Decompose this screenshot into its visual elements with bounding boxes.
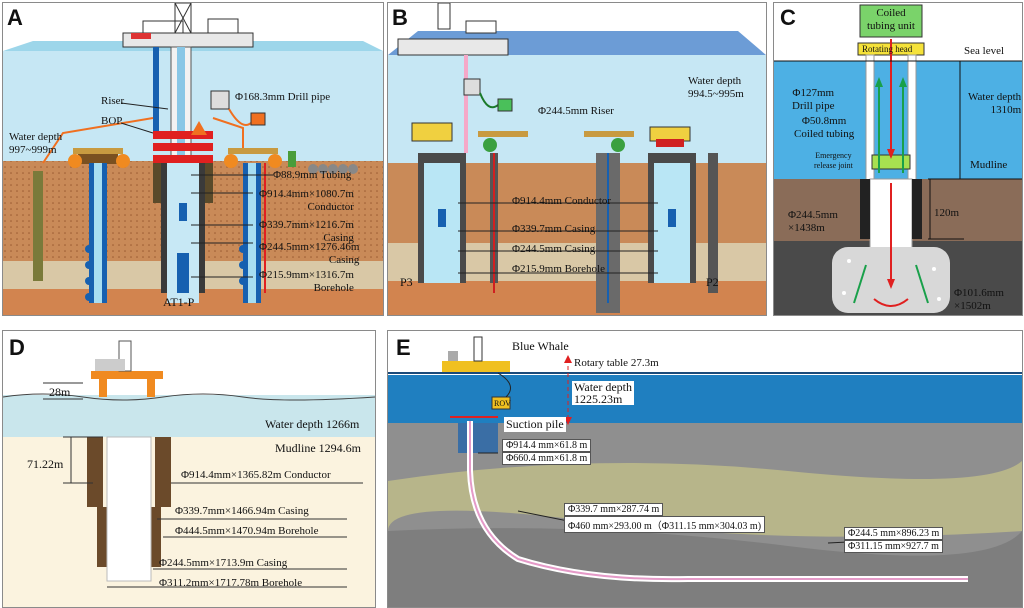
air-gap-label: 28m (49, 385, 71, 399)
casing2-label: Φ244.5mm×1713.9m Casing (159, 557, 288, 569)
panel-c: C Coiled tubing unit Rotating head Sea l… (773, 2, 1023, 316)
panel-b-label: B (392, 5, 408, 30)
water-depth-label: Water depth 1310m (968, 91, 1022, 116)
casing2a-label: Φ339.7 mm×287.74 m (564, 503, 664, 516)
drill-pipe-label: Φ168.3mm Drill pipe (235, 91, 331, 103)
well-label: AT1-P (163, 295, 195, 309)
ctu-label: Coiled tubing unit (867, 7, 915, 32)
panel-c-scene (774, 4, 1022, 315)
drill-pipe-label: Φ127mm Drill pipe (792, 87, 835, 112)
panel-e: E Blue Whale Rotary table 27.3m Water de… (387, 330, 1023, 608)
casing1-label: Φ339.7mm×1466.94m Casing (175, 505, 309, 517)
casing3a-label: Φ244.5 mm×896.23 m (844, 527, 944, 540)
mudline-label: Mudline (970, 159, 1008, 171)
sea-level-label: Sea level (964, 45, 1005, 57)
well-p3-label: P3 (400, 275, 413, 289)
water-depth-label: Water depth 997~999m (9, 131, 63, 156)
rotating-head-label: Rotating head (862, 44, 913, 54)
casing2b-label: Φ460 mm×293.00 m（Φ311.15 mm×304.03 m) (564, 516, 766, 533)
water-depth-label: Water depth 1266m (265, 417, 360, 431)
panel-e-label: E (396, 335, 411, 360)
borehole1-label: Φ444.5mm×1470.94m Borehole (175, 525, 319, 537)
suction-pile-label: Suction pile (504, 417, 566, 432)
casing2-label: Φ244.5mm Casing (512, 243, 596, 255)
casing1-label: Φ339.7mm×1216.7m Casing (259, 219, 354, 244)
conductor-label: Φ914.4mm Conductor (512, 195, 612, 207)
riser-label: Φ244.5mm Riser (538, 105, 614, 117)
casing-label: Φ244.5mm ×1438m (788, 209, 838, 234)
water-depth-label: Water depth 994.5~995m (688, 75, 744, 100)
casing1b-label: Φ660.4 mm×61.8 m (502, 452, 592, 465)
depth-120-label: 120m (934, 207, 960, 219)
casing1-label: Φ339.7mm Casing (512, 223, 596, 235)
hole-label: Φ101.6mm ×1502m (954, 287, 1004, 312)
casing3b-label: Φ311.15 mm×927.7 m (844, 540, 943, 553)
panel-a: A Φ168.3mm Drill pipe Riser BOP Water de… (2, 2, 384, 316)
depth-label: 71.22m (27, 457, 64, 471)
panel-c-label: C (780, 5, 796, 30)
water-depth-label: Water depth 1225.23m (572, 380, 635, 406)
conductor-label: Φ914.4mm×1365.82m Conductor (181, 469, 331, 481)
panel-e-scene (388, 336, 1022, 607)
panel-d: D 28m Water depth 1266m Mudline 1294.6m … (2, 330, 376, 608)
coiled-tubing-label: Φ50.8mm Coiled tubing (794, 115, 855, 140)
borehole2-label: Φ311.2mm×1717.78m Borehole (159, 577, 303, 589)
rotary-table-label: Rotary table 27.3m (574, 357, 659, 369)
conductor-label: Φ914.4mm×1080.7m Conductor (259, 188, 354, 213)
panel-d-label: D (9, 335, 25, 360)
riser-label: Riser (101, 95, 125, 107)
panel-b: B Water depth 994.5~995m Φ244.5mm Riser … (387, 2, 767, 316)
borehole-label: Φ215.9mm×1316.7m Borehole (259, 269, 354, 294)
panel-d-scene (3, 340, 375, 607)
casing1a-label: Φ914.4 mm×61.8 m (502, 439, 592, 452)
borehole-label: Φ215.9mm Borehole (512, 263, 605, 275)
emergency-joint-label: Emergency release joint (814, 151, 853, 170)
panel-a-scene (3, 3, 383, 315)
casing2-label: Φ244.5mm×1276.46m Casing (259, 241, 360, 266)
rov-label: ROV (494, 399, 511, 408)
mudline-label: Mudline 1294.6m (275, 441, 361, 455)
well-p2-label: P2 (706, 275, 719, 289)
rig-name: Blue Whale (512, 339, 569, 353)
panel-a-label: A (7, 5, 23, 30)
panel-b-scene (388, 3, 766, 315)
bop-label: BOP (101, 115, 123, 127)
tubing-label: Φ88.9mm Tubing (273, 169, 352, 181)
